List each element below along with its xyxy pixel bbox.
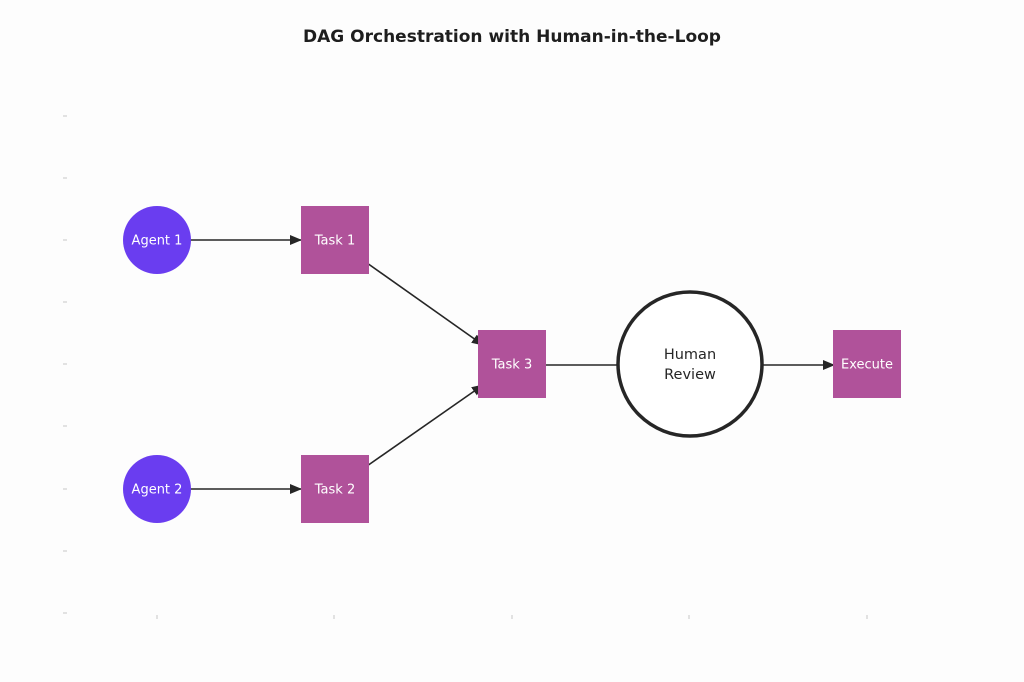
diagram-title: DAG Orchestration with Human-in-the-Loop (303, 27, 721, 47)
execute-box (833, 330, 901, 398)
agent-2-label: Agent 2 (132, 483, 183, 498)
axis-ticks-left (63, 115, 67, 614)
human-review-label-line2: Review (664, 367, 716, 383)
human-review-circle (616, 290, 764, 438)
task-1-label: Task 1 (314, 234, 355, 249)
node-execute[interactable]: Execute (833, 330, 901, 398)
axis-ticks-bottom (156, 615, 868, 619)
node-task-3[interactable]: Task 3 (478, 330, 546, 398)
node-task-1[interactable]: Task 1 (301, 206, 369, 274)
task-3-box (478, 330, 546, 398)
edge-task1-task3 (366, 262, 484, 346)
task-2-label: Task 2 (314, 483, 355, 498)
node-task-2[interactable]: Task 2 (301, 455, 369, 523)
task-1-box (301, 206, 369, 274)
node-agent-2[interactable]: Agent 2 (123, 455, 191, 523)
agent-1-label: Agent 1 (132, 234, 183, 249)
edges (190, 235, 835, 494)
agent-1-circle (123, 206, 191, 274)
task-3-label: Task 3 (491, 358, 532, 373)
node-agent-1[interactable]: Agent 1 (123, 206, 191, 274)
agent-2-circle (123, 455, 191, 523)
edge-task2-task3 (366, 384, 484, 467)
execute-label: Execute (841, 358, 893, 373)
human-review-label-line1: Human (664, 347, 716, 363)
node-human-review[interactable]: Human Review (616, 290, 764, 438)
task-2-box (301, 455, 369, 523)
